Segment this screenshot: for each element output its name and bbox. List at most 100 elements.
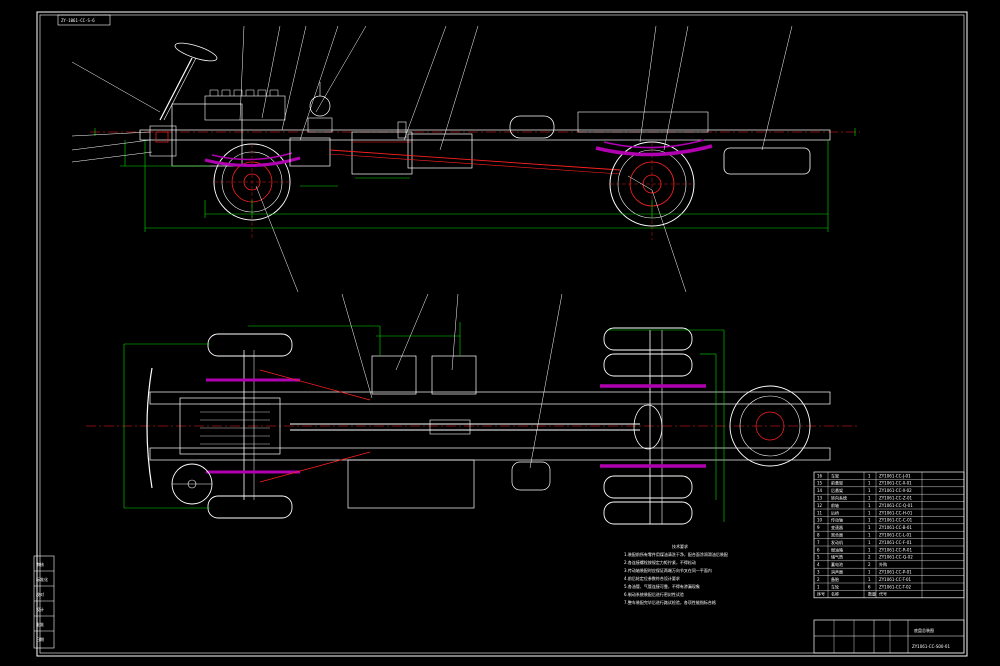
bom-cell-name: 燃油箱: [831, 546, 843, 552]
side-dimensions: [120, 140, 829, 232]
bom-cell-name: 消声器: [831, 569, 843, 575]
bom-cell-name: 备胎: [831, 576, 839, 582]
frame-rail-lower: [149, 447, 831, 461]
bom-cell-name: 车架: [831, 472, 839, 478]
bom-cell-no: 4: [817, 562, 820, 567]
bom-header-no: 序号: [817, 591, 825, 597]
bom-cell-no: 12: [817, 503, 823, 508]
bom-cell-code: ZY1061-CC-P-01: [879, 570, 912, 575]
tech-req-line: 2.各连接螺栓按规定力矩拧紧，不得松动: [624, 559, 696, 565]
drawing-code: ZY1061-CC-S00-01: [912, 644, 950, 649]
bom-cell-no: 13: [817, 496, 823, 501]
front-wheel-side: [213, 143, 291, 240]
bom-cell-qty: 6: [868, 584, 871, 589]
bom-cell-name: 储气筒: [831, 554, 843, 560]
bom-cell-qty: 1: [868, 540, 871, 545]
front-leaf-spring: [204, 156, 301, 167]
strip-label: 标准化: [36, 576, 48, 582]
tech-req-line: 7.整车装配完毕后进行路试检验，各项性能指标合格: [624, 599, 716, 605]
spare-tire-top: [729, 385, 811, 467]
bom-cell-qty: 1: [868, 488, 871, 493]
bom-cell-no: 10: [817, 518, 823, 523]
bom-cell-qty: 1: [868, 503, 871, 508]
fuel-tank-top: [347, 459, 475, 509]
title-block: 底盘总装图 ZY1061-CC-S00-01: [813, 619, 965, 654]
strip-label: 日期: [36, 636, 44, 642]
bom-cell-code: ZY1061-CC-F-01: [879, 540, 912, 545]
bom-cell-code: ZY1061-CC-X-02: [879, 488, 912, 493]
technical-requirements: 技术要求 1.装配前所有零件用煤油清洗干净，配合面涂润滑油后装配 2.各连接螺栓…: [624, 543, 728, 605]
bom-cell-name: 传动轴: [831, 517, 843, 523]
outer-border: [36, 11, 968, 657]
bom-cell-code: ZY1061-CC-J-01: [879, 473, 911, 478]
bom-cell-no: 2: [817, 577, 820, 582]
bom-cell-qty: 1: [868, 525, 871, 530]
bom-cell-code: ZY1061-CC-H-01: [879, 510, 913, 515]
rear-leaf-spring: [595, 144, 713, 157]
tech-req-line: 6.制动系统装配后进行密封性试验: [624, 591, 684, 597]
bom-header-code: 代号: [879, 591, 887, 597]
left-signature-strip: 审核 标准化 校对 设计 批准 日期: [33, 555, 55, 649]
bom-cell-no: 15: [817, 481, 823, 486]
air-tank-top: [511, 461, 551, 491]
bom-cell-code: ZY1061-CC-Q-01: [879, 503, 913, 508]
bom-cell-qty: 1: [868, 481, 871, 486]
bom-cell-no: 8: [817, 533, 820, 538]
bom-header-qty: 数量: [868, 591, 876, 597]
rear-wheel-top-1: [603, 327, 693, 351]
strip-label: 校对: [36, 591, 44, 597]
bom-cell-code: ZY1061-CC-L-01: [879, 533, 912, 538]
bom-cell-name: 车轮: [831, 583, 839, 589]
bom-cell-code: ZY1061-CC-C-01: [879, 518, 913, 523]
bom-cell-qty: 1: [868, 577, 871, 582]
bom-cell-code: ZY1061-CC-Z-01: [879, 496, 912, 501]
bom-cell-code: ZY1061-CC-X-01: [879, 481, 912, 486]
spare-tire-side: [723, 147, 811, 175]
strip-label: 审核: [36, 561, 44, 567]
bom-cell-name: 离合器: [831, 532, 843, 538]
bom-cell-no: 11: [817, 510, 823, 515]
top-dimensions: [123, 322, 725, 522]
tech-req-line: 4.前后轮定位参数符合设计要求: [624, 575, 680, 581]
bom-cell-qty: 2: [868, 562, 871, 567]
rear-wheel-top-3: [603, 475, 693, 499]
tech-req-title: 技术要求: [672, 543, 688, 549]
engine-block: [171, 103, 243, 167]
drawing-name: 底盘总装图: [914, 627, 934, 633]
bom-cell-no: 9: [817, 525, 820, 530]
bom-cell-no: 6: [817, 547, 820, 552]
frame-rail: [139, 129, 831, 141]
bom-cell-code: ZY1061-CC-T-02: [879, 584, 912, 589]
bom-cell-no: 1: [817, 584, 820, 589]
bom-frame: [813, 471, 965, 599]
air-tank-side: [509, 115, 555, 139]
bom-cell-no: 14: [817, 488, 823, 493]
battery-1: [371, 355, 417, 395]
bom-cell-qty: 1: [868, 518, 871, 523]
front-wheel-top-right: [207, 495, 293, 519]
side-leaders: [71, 25, 793, 293]
top-view: [86, 293, 860, 525]
corner-tag: ZY-1061-CC-S-6: [57, 14, 111, 26]
side-view: [71, 25, 860, 293]
bom-cell-no: 7: [817, 540, 820, 545]
fuel-tank-side: [351, 131, 413, 175]
frame-rail-upper: [149, 391, 831, 405]
bom-cell-qty: 1: [868, 496, 871, 501]
bom-cell-code: ZY1061-CC-R-01: [879, 547, 912, 552]
bom-cell-qty: 1: [868, 570, 871, 575]
bom-cell-code: 外购: [879, 561, 887, 567]
rear-wheel-top-4: [603, 501, 693, 525]
bom-header-name: 名称: [831, 591, 839, 597]
bom-cell-name: 前轴: [831, 502, 839, 508]
bom-cell-name: 发动机: [831, 539, 843, 545]
strip-label: 批准: [36, 621, 44, 627]
bom-cell-qty: 1: [868, 473, 871, 478]
bom-cell-code: ZY1061-CC-T-01: [879, 577, 912, 582]
bom-cell-name: 后悬架: [831, 487, 843, 493]
bom-cell-name: 前悬架: [831, 480, 843, 486]
svg-text:ZY-1061-CC-S-6: ZY-1061-CC-S-6: [61, 18, 95, 23]
